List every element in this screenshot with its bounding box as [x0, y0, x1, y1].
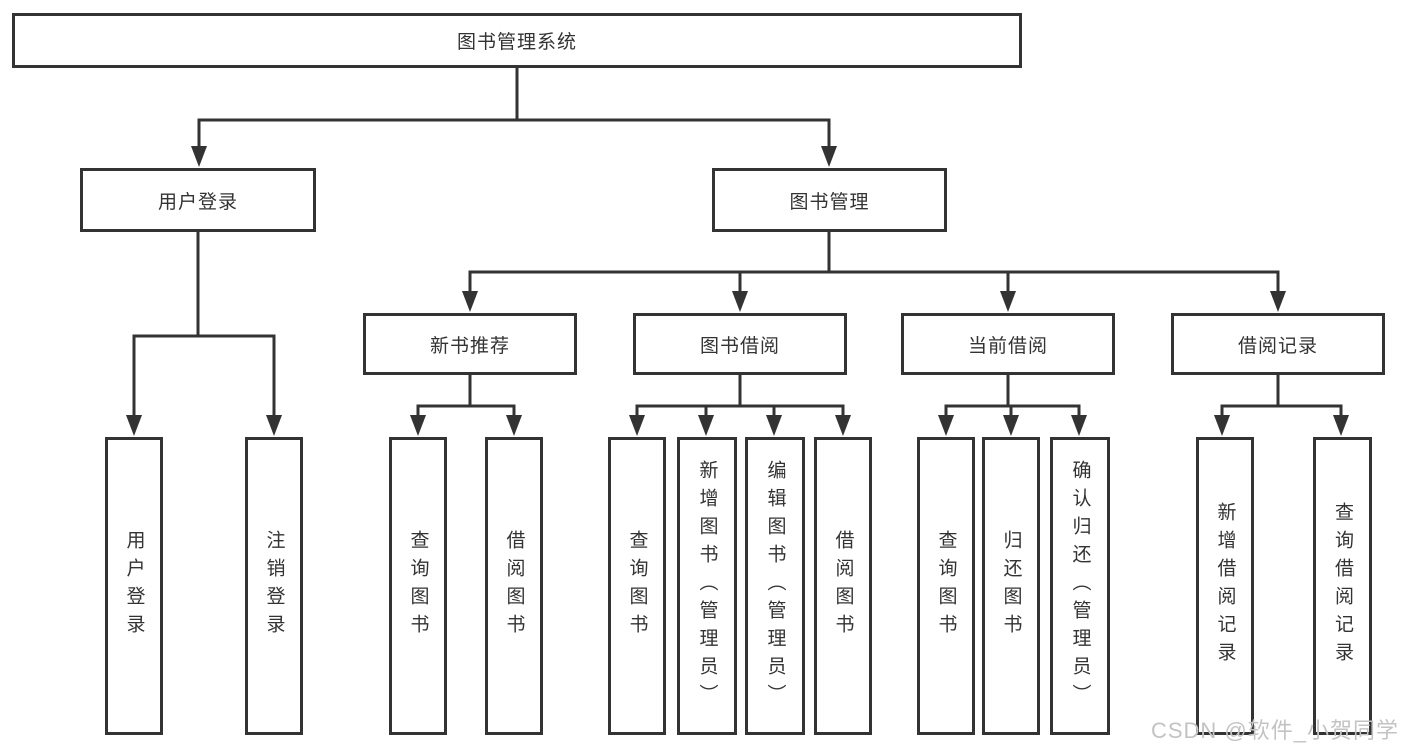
- leaf-label: 归还图书: [1000, 530, 1022, 642]
- node-new-book-recommend: 新书推荐: [363, 313, 577, 375]
- node-book-borrow: 图书借阅: [633, 313, 847, 375]
- leaf-label: 查询借阅记录: [1332, 502, 1353, 670]
- leaf-user-login: 用户登录: [105, 437, 163, 735]
- node-book-management-branch: 图书管理: [712, 168, 947, 232]
- leaf-label: 编辑图书（管理员）: [764, 460, 786, 712]
- leaf-label: 用户登录: [123, 530, 145, 642]
- leaf-label: 查询图书: [626, 530, 648, 642]
- leaf-add-borrow-record: 新增借阅记录: [1196, 437, 1254, 735]
- leaf-label: 新增图书（管理员）: [696, 460, 718, 712]
- watermark: CSDN @软件_小贺同学: [1150, 718, 1399, 743]
- leaf-confirm-return-admin: 确认归还（管理员）: [1050, 437, 1110, 735]
- leaf-label: 查询图书: [935, 530, 957, 642]
- node-user-login-branch: 用户登录: [80, 168, 316, 232]
- node-borrow-records: 借阅记录: [1171, 313, 1385, 375]
- leaf-label: 借阅图书: [503, 530, 525, 642]
- leaf-query-books-borrow: 查询图书: [608, 437, 666, 735]
- node-current-borrow: 当前借阅: [901, 313, 1115, 375]
- leaf-label: 新增借阅记录: [1214, 502, 1236, 670]
- leaf-add-books-admin: 新增图书（管理员）: [677, 437, 737, 735]
- leaf-label: 注销登录: [263, 530, 285, 642]
- leaf-label: 确认归还（管理员）: [1069, 460, 1091, 712]
- leaf-query-books-current: 查询图书: [917, 437, 975, 735]
- leaf-logout: 注销登录: [245, 437, 303, 735]
- leaf-return-books: 归还图书: [982, 437, 1040, 735]
- leaf-edit-books-admin: 编辑图书（管理员）: [745, 437, 805, 735]
- leaf-query-borrow-record: 查询借阅记录: [1313, 437, 1372, 735]
- leaf-label: 借阅图书: [832, 530, 854, 642]
- leaf-label: 查询图书: [407, 530, 429, 642]
- leaf-borrow-books: 借阅图书: [814, 437, 872, 735]
- leaf-borrow-books-recommend: 借阅图书: [485, 437, 543, 735]
- leaf-query-books-recommend: 查询图书: [389, 437, 447, 735]
- node-root-system: 图书管理系统: [12, 13, 1022, 68]
